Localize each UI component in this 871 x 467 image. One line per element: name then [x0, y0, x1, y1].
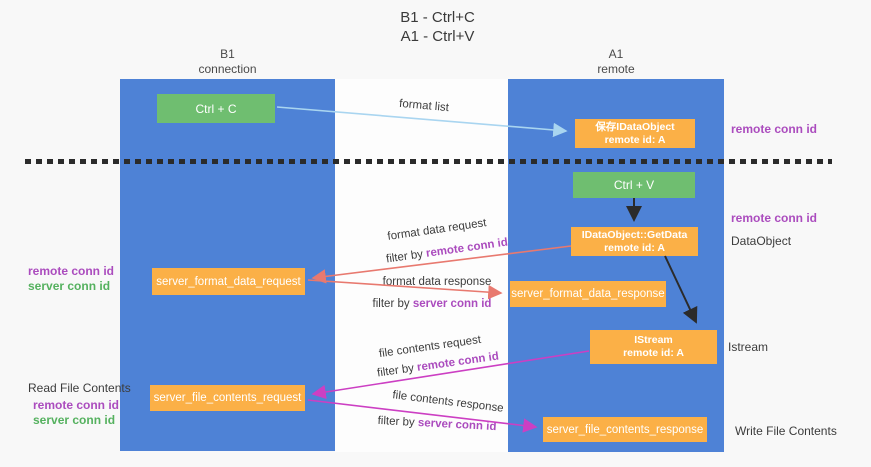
- ctrl-c-box: Ctrl + C: [157, 94, 275, 123]
- server-conn-id-label-left-1: server conn id: [28, 279, 111, 293]
- diagram-title: B1 - Ctrl+C A1 - Ctrl+V: [330, 8, 545, 46]
- server-file-contents-request-box: server_file_contents_request: [150, 385, 305, 411]
- istream-remote-id: remote id: A: [623, 347, 684, 359]
- remote-conn-id-label-left-1: remote conn id: [28, 264, 115, 278]
- ctrl-v-box: Ctrl + V: [573, 172, 695, 198]
- filter-prefix-2: filter by: [372, 298, 410, 310]
- write-file-contents-label: Write File Contents: [735, 424, 837, 438]
- title-line-2: A1 - Ctrl+V: [400, 28, 475, 45]
- read-file-contents-label: Read File Contents: [28, 381, 131, 395]
- lane-b1-name: B1: [220, 47, 235, 61]
- remote-conn-id-label-top-right: remote conn id: [731, 122, 818, 136]
- lane-header-a1: A1 remote: [508, 47, 724, 77]
- session-divider-line: [25, 159, 832, 164]
- lane-a1-name: A1: [608, 47, 624, 61]
- filter-value-server-1: server conn id: [412, 298, 492, 310]
- lane-header-b1: B1 connection: [120, 47, 335, 77]
- filter-by-server-conn-id-label-1: filter by server conn id: [373, 298, 492, 310]
- server-format-data-response-box: server_format_data_response: [510, 281, 666, 307]
- filter-prefix-4: filter by: [377, 414, 415, 429]
- saved-idataobject-title: 保存IDataObject: [595, 120, 675, 133]
- remote-conn-id-label-mid-right: remote conn id: [731, 211, 818, 225]
- lane-b1-type: connection: [198, 62, 257, 76]
- saved-idataobject-box: 保存IDataObject remote id: A: [575, 119, 695, 148]
- getdata-remote-id: remote id: A: [604, 241, 665, 254]
- format-data-response-label: format data response: [382, 276, 492, 288]
- saved-idataobject-remote-id: remote id: A: [604, 133, 666, 146]
- istream-label: Istream: [728, 340, 769, 354]
- dataobject-label: DataObject: [731, 234, 792, 248]
- istream-box: IStream remote id: A: [590, 330, 717, 364]
- istream-title: IStream: [634, 334, 673, 346]
- server-file-contents-response-box: server_file_contents_response: [543, 417, 707, 442]
- title-line-1: B1 - Ctrl+C: [400, 9, 475, 26]
- server-conn-id-label-left-2: server conn id: [33, 413, 116, 427]
- lane-a1-type: remote: [597, 62, 635, 76]
- remote-conn-id-label-left-2: remote conn id: [33, 398, 120, 412]
- server-format-data-request-box: server_format_data_request: [152, 268, 305, 295]
- getdata-title: IDataObject::GetData: [581, 228, 688, 241]
- idataobject-getdata-box: IDataObject::GetData remote id: A: [571, 227, 698, 256]
